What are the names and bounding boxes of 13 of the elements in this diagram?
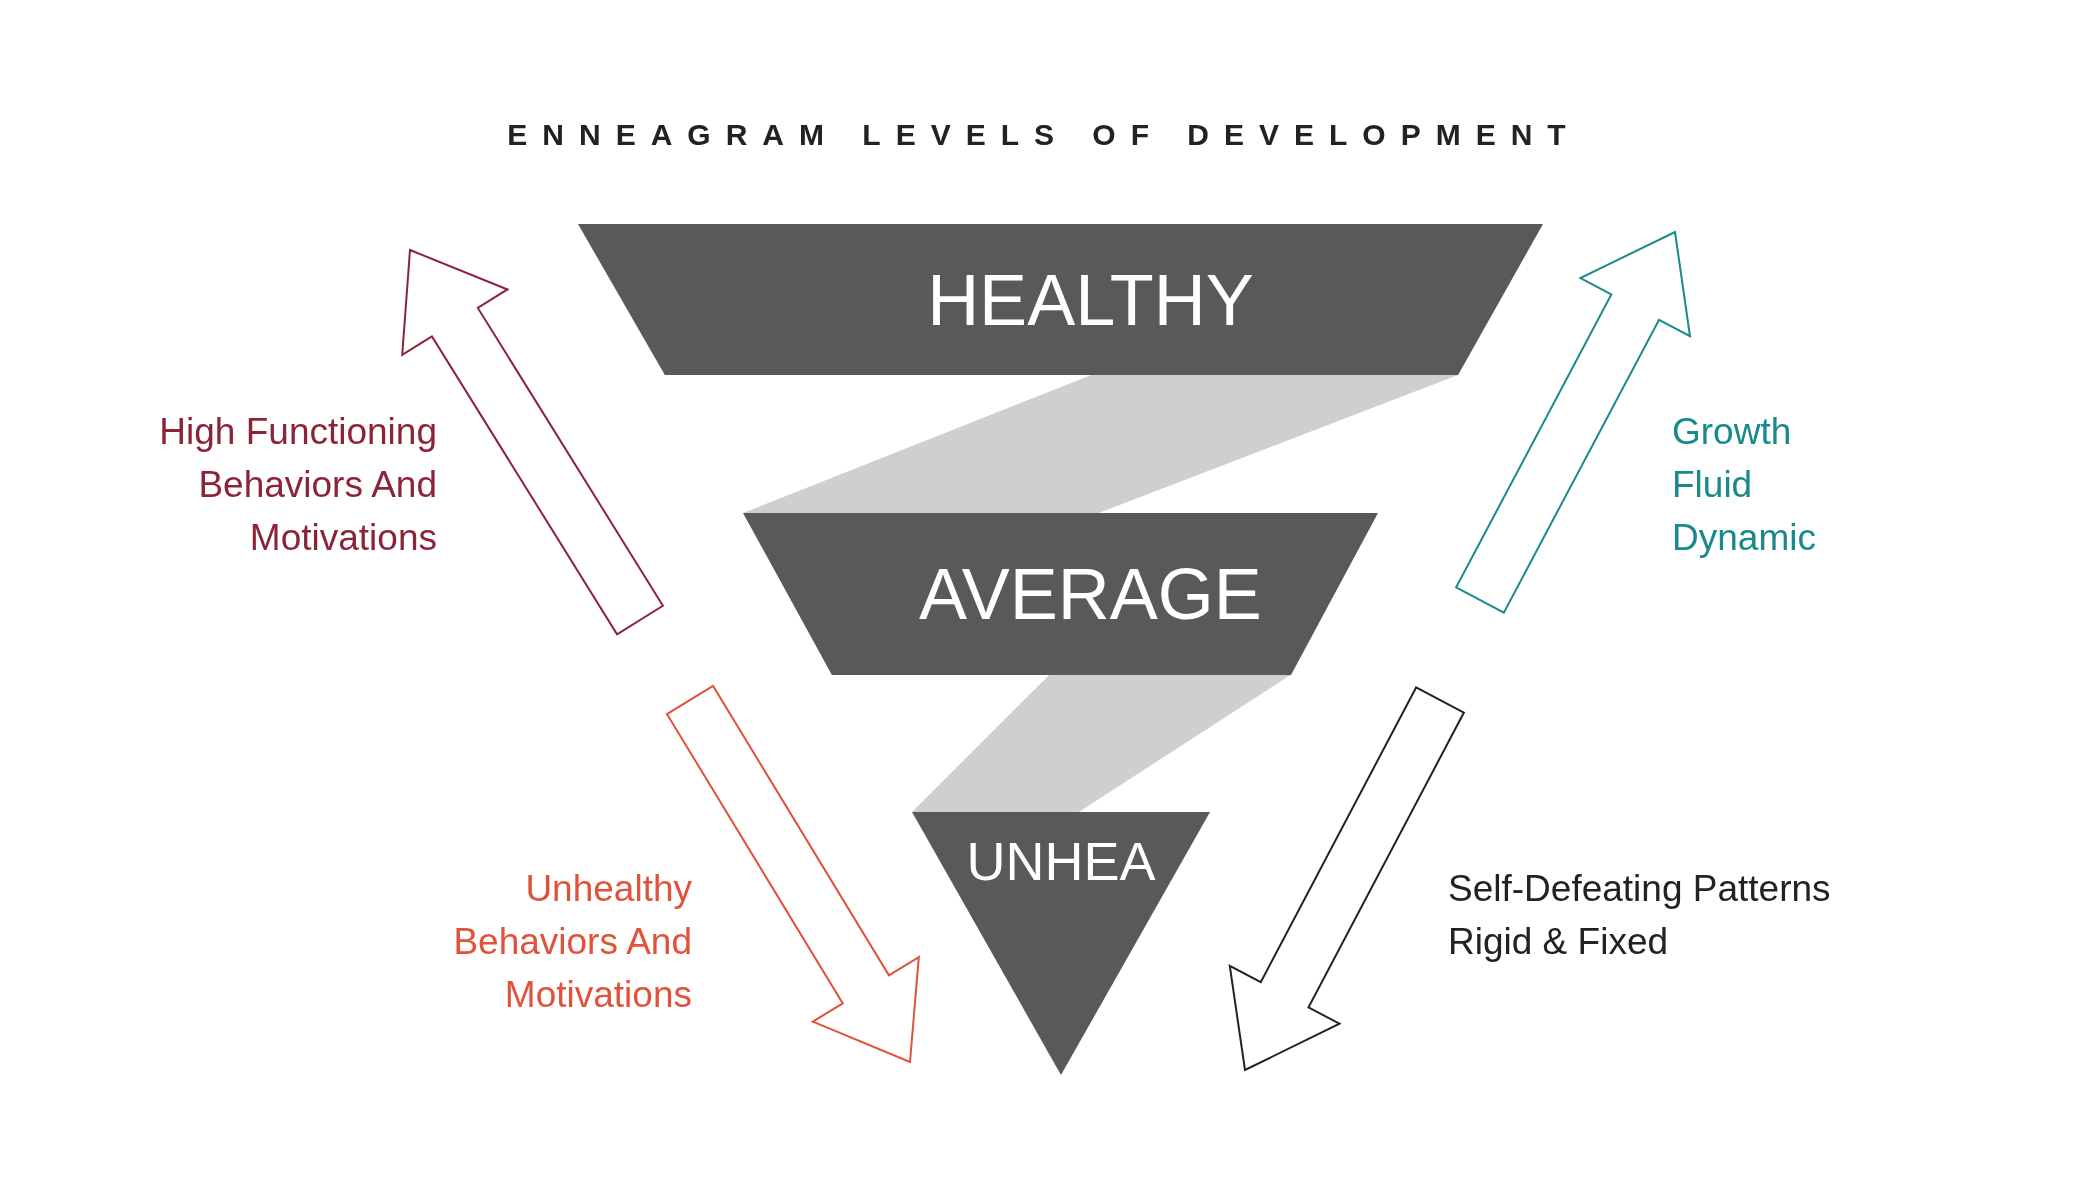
connector-band <box>912 675 1291 812</box>
side-note: High Functioning Behaviors And Motivations <box>158 410 437 560</box>
level-label: HEALTHY <box>927 263 1254 336</box>
side-note: Dynamic <box>1672 516 1817 560</box>
diagram-title: ENNEAGRAM LEVELS OF DEVELOPMENT <box>506 118 1582 152</box>
level-label: AVERAGE <box>919 558 1262 630</box>
side-note: Self-Defeating Patterns <box>1448 867 1832 911</box>
side-note: Rigid & Fixed <box>1448 920 1670 964</box>
side-note: Fluid <box>1672 463 1754 507</box>
side-note: Growth <box>1672 410 1793 454</box>
side-note: Unhealthy Behaviors And Motivations <box>452 867 692 1017</box>
connector-band <box>743 375 1459 513</box>
level-label: UNHEA <box>966 834 1156 888</box>
